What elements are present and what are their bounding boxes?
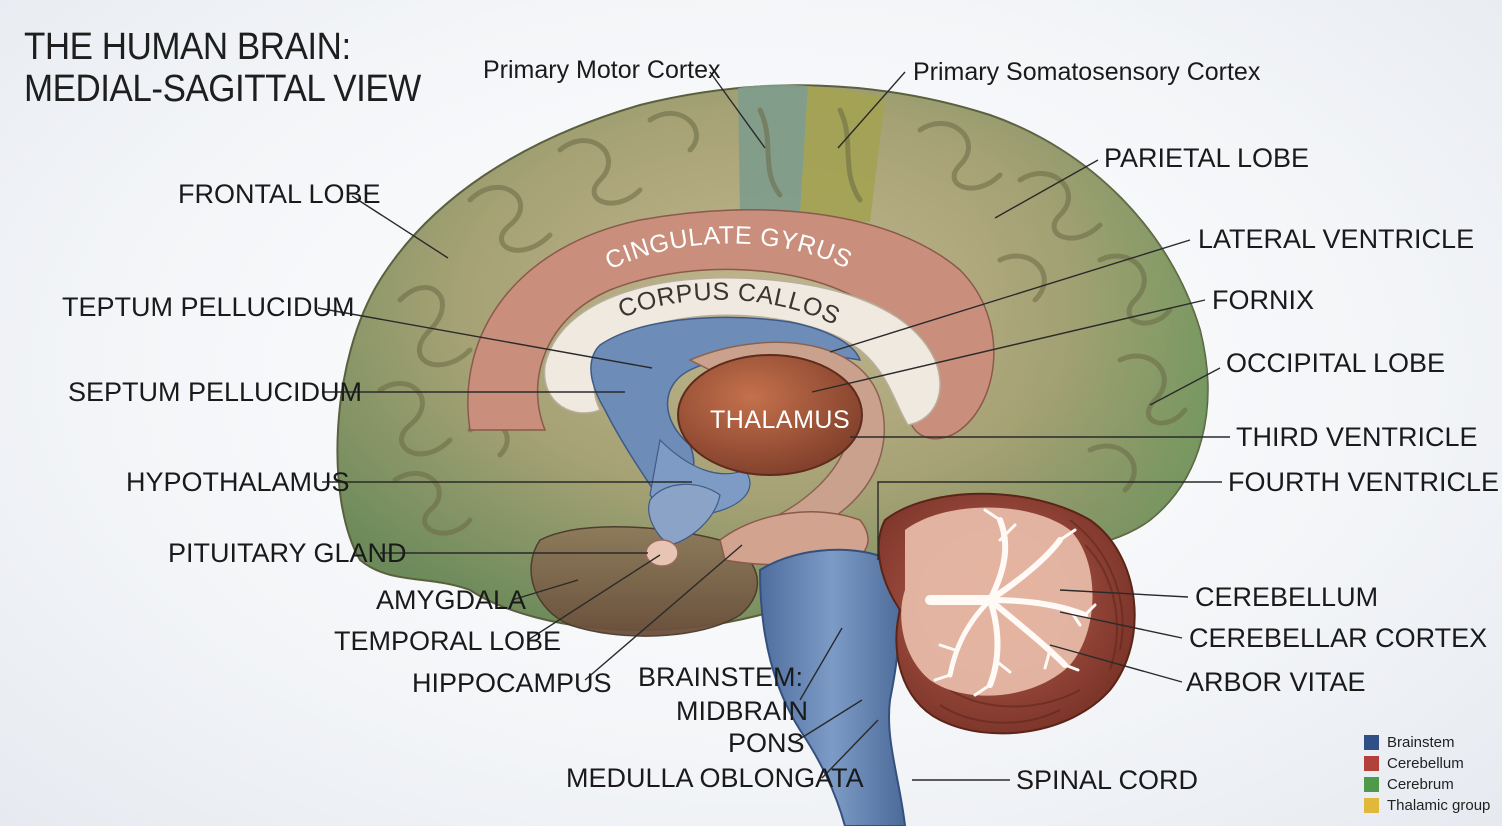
cerebellar-folia [939, 519, 1124, 724]
cerebellum [877, 492, 1136, 735]
label-frontal: FRONTAL LOBE [178, 179, 381, 209]
label-occipital: OCCIPITAL LOBE [1226, 348, 1445, 378]
label-hypothalamus: HYPOTHALAMUS [126, 467, 350, 497]
label-cerebellum: CEREBELLUM [1195, 582, 1378, 612]
leader-parietal [994, 159, 1099, 219]
label-lateral-ventricle: LATERAL VENTRICLE [1198, 224, 1474, 254]
label-temporal: TEMPORAL LOBE [334, 626, 561, 656]
legend-item-thalamic-group: Thalamic group [1364, 795, 1490, 816]
leader-teptum [317, 307, 653, 369]
arbor-vitae [925, 508, 1097, 697]
occipital-tint [960, 115, 1208, 557]
pituitary-gland [645, 539, 679, 567]
label-cerebellar-cortex: CEREBELLAR CORTEX [1189, 623, 1487, 653]
label-primary-motor: Primary Motor Cortex [483, 56, 721, 84]
legend: Brainstem Cerebellum Cerebrum Thalamic g… [1364, 732, 1490, 816]
legend-item-brainstem: Brainstem [1364, 732, 1490, 753]
label-third-ventricle: THIRD VENTRICLE [1236, 422, 1478, 452]
thalamus-label: THALAMUS [710, 406, 850, 434]
legend-label: Thalamic group [1387, 797, 1491, 814]
leader-amygdala [511, 579, 579, 601]
label-primary-somato: Primary Somatosensory Cortex [913, 58, 1261, 86]
label-teptum: TEPTUM PELLUCIDUM [62, 292, 355, 322]
label-brainstem: BRAINSTEM: [638, 662, 803, 692]
label-fornix: FORNIX [1212, 285, 1314, 315]
leader-primary-somato [837, 71, 906, 149]
legend-swatch [1364, 798, 1379, 813]
leader-frontal [351, 195, 449, 259]
label-septum: SEPTUM PELLUCIDUM [68, 377, 362, 407]
label-hippocampus: HIPPOCAMPUS [412, 668, 612, 698]
legend-swatch [1364, 777, 1379, 792]
page-title: THE HUMAN BRAIN: MEDIAL-SAGITTAL VIEW [24, 26, 421, 110]
legend-label: Cerebellum [1387, 755, 1464, 772]
label-amygdala: AMYGDALA [376, 585, 526, 615]
leader-temporal [527, 554, 661, 641]
leader-cerebellar-cortex [1059, 611, 1183, 639]
primary-somatosensory-strip [800, 86, 885, 222]
leader-arbor [1049, 644, 1183, 683]
label-arbor: ARBOR VITAE [1186, 667, 1366, 697]
leader-occipital [1149, 367, 1221, 406]
leader-midbrain [799, 627, 843, 701]
hypothalamus [648, 483, 721, 546]
label-spinal: SPINAL CORD [1016, 765, 1198, 795]
label-parietal: PARIETAL LOBE [1104, 143, 1309, 173]
leader-pons [794, 699, 863, 743]
leader-cerebellum [1059, 589, 1189, 598]
title-line-2: MEDIAL-SAGITTAL VIEW [24, 68, 421, 110]
legend-label: Cerebrum [1387, 776, 1454, 793]
leader-medulla [821, 719, 879, 779]
leader-fourth-ventricle [877, 481, 1222, 560]
leader-fornix [811, 299, 1206, 393]
cingulate-gyrus [467, 209, 995, 440]
label-pons: PONS [728, 728, 805, 758]
legend-item-cerebellum: Cerebellum [1364, 753, 1490, 774]
legend-swatch [1364, 756, 1379, 771]
legend-item-cerebrum: Cerebrum [1364, 774, 1490, 795]
leader-hippocampus [584, 544, 743, 681]
leader-lateral-ventricle [829, 239, 1191, 353]
leader-lines [317, 71, 1230, 781]
leader-primary-motor [709, 71, 766, 149]
legend-label: Brainstem [1387, 734, 1455, 751]
labels: Primary Motor Cortex Primary Somatosenso… [62, 56, 1499, 795]
primary-motor-strip [738, 84, 808, 218]
label-medulla: MEDULLA OBLONGATA [566, 763, 864, 793]
label-pituitary: PITUITARY GLAND [168, 538, 407, 568]
legend-swatch [1364, 735, 1379, 750]
label-fourth-ventricle: FOURTH VENTRICLE [1228, 467, 1499, 497]
title-line-1: THE HUMAN BRAIN: [24, 26, 351, 68]
label-midbrain: MIDBRAIN [676, 696, 808, 726]
thalamus [677, 354, 863, 476]
temporal-lobe [530, 526, 759, 637]
